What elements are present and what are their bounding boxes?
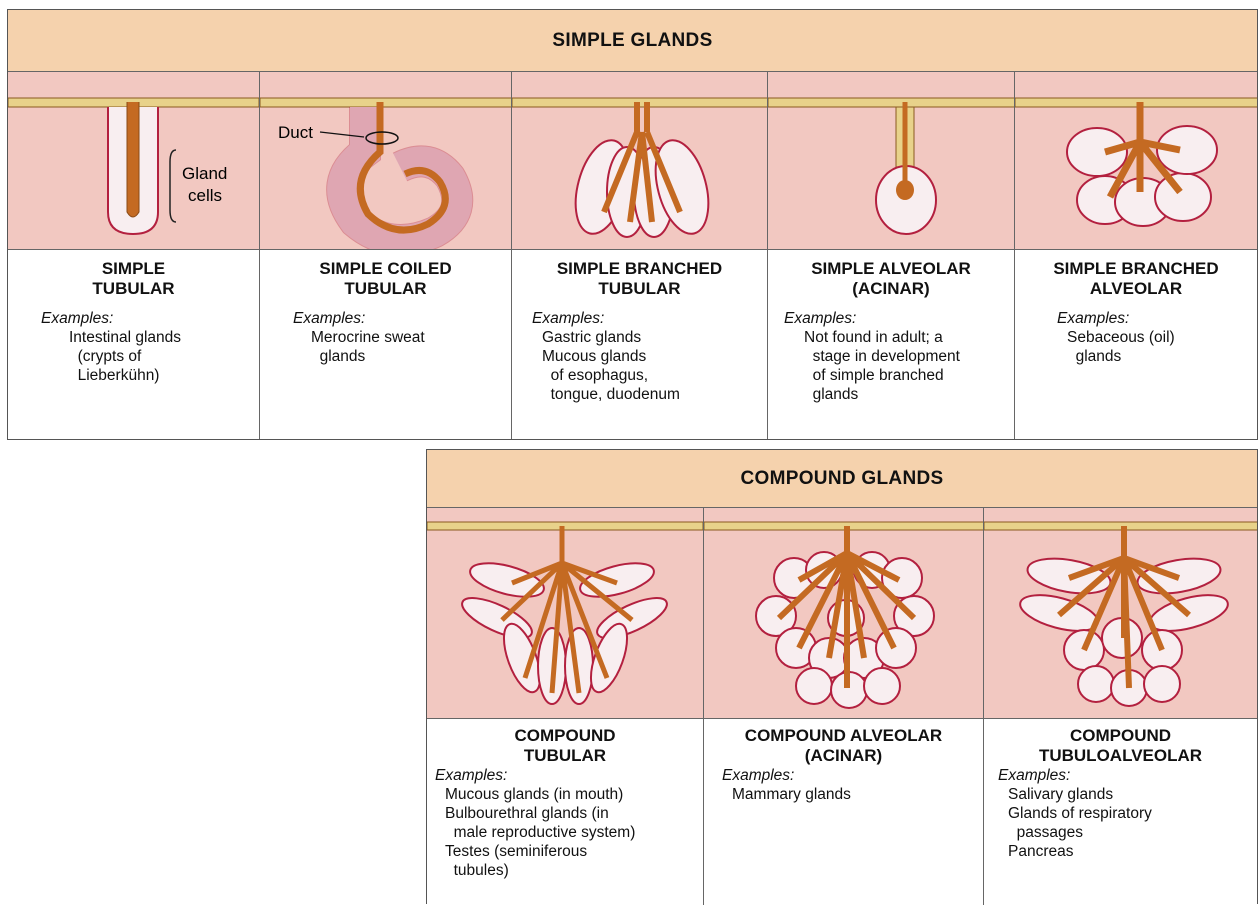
example-line: Lieberkühn) [41, 366, 181, 385]
example-line: Not found in adult; a [784, 328, 960, 347]
simple-branched-alveolar-column: SIMPLE BRANCHED ALVEOLAR Examples: Sebac… [1014, 72, 1257, 439]
example-line: glands [1057, 347, 1175, 366]
compound-alveolar-title-line2: (ACINAR) [704, 746, 983, 766]
example-line: (crypts of [41, 347, 181, 366]
example-line: Testes (seminiferous [435, 842, 635, 861]
simple-branched-alveolar-illustration [1015, 72, 1257, 250]
simple-alveolar-examples: Examples: Not found in adult; a stage in… [784, 309, 960, 404]
examples-label: Examples: [435, 766, 635, 785]
example-line: Mucous glands (in mouth) [435, 785, 635, 804]
example-line: Gastric glands [532, 328, 680, 347]
examples-label: Examples: [722, 766, 851, 785]
simple-coiled-tubular-examples: Examples: Merocrine sweat glands [293, 309, 425, 366]
simple-branched-alveolar-title-line2: ALVEOLAR [1015, 279, 1257, 299]
examples-label: Examples: [1057, 309, 1175, 328]
simple-branched-tubular-title-line2: TUBULAR [512, 279, 767, 299]
example-line: tubules) [435, 861, 635, 880]
gland-cells-label-line2: cells [188, 186, 222, 205]
examples-label: Examples: [41, 309, 181, 328]
example-line: Pancreas [998, 842, 1152, 861]
simple-coiled-tubular-title-line2: TUBULAR [260, 279, 511, 299]
compound-tubuloalveolar-examples: Examples: Salivary glands Glands of resp… [998, 766, 1152, 861]
example-line: stage in development [784, 347, 960, 366]
simple-alveolar-illustration [768, 72, 1014, 250]
compound-glands-panel: COMPOUND GLANDS COMPOUND TUBULAR [426, 449, 1258, 904]
simple-branched-tubular-illustration [512, 72, 767, 250]
simple-tubular-title-line2: TUBULAR [8, 279, 259, 299]
simple-coiled-tubular-illustration: Duct [260, 72, 511, 250]
duct-label: Duct [278, 123, 313, 142]
example-line: of esophagus, [532, 366, 680, 385]
example-line: Mammary glands [722, 785, 851, 804]
compound-tubular-column: COMPOUND TUBULAR Examples: Mucous glands… [427, 508, 703, 905]
example-line: glands [784, 385, 960, 404]
example-line: passages [998, 823, 1152, 842]
compound-tubular-illustration [427, 508, 703, 719]
compound-tubuloalveolar-column: COMPOUND TUBULOALVEOLAR Examples: Saliva… [983, 508, 1257, 905]
example-line: glands [293, 347, 425, 366]
simple-branched-tubular-examples: Examples: Gastric glands Mucous glands o… [532, 309, 680, 404]
example-line: Mucous glands [532, 347, 680, 366]
simple-coiled-tubular-title-line1: SIMPLE COILED [260, 259, 511, 279]
simple-branched-tubular-column: SIMPLE BRANCHED TUBULAR Examples: Gastri… [511, 72, 767, 439]
example-line: of simple branched [784, 366, 960, 385]
example-line: Sebaceous (oil) [1057, 328, 1175, 347]
simple-glands-header: SIMPLE GLANDS [8, 10, 1257, 72]
simple-alveolar-column: SIMPLE ALVEOLAR (ACINAR) Examples: Not f… [767, 72, 1014, 439]
simple-branched-alveolar-title-line1: SIMPLE BRANCHED [1015, 259, 1257, 279]
compound-alveolar-examples: Examples: Mammary glands [722, 766, 851, 804]
examples-label: Examples: [293, 309, 425, 328]
compound-tubuloalveolar-illustration [984, 508, 1257, 719]
compound-tubular-examples: Examples: Mucous glands (in mouth) Bulbo… [435, 766, 635, 880]
example-line: Salivary glands [998, 785, 1152, 804]
compound-tubuloalveolar-title-line2: TUBULOALVEOLAR [984, 746, 1257, 766]
example-line: Glands of respiratory [998, 804, 1152, 823]
simple-branched-alveolar-examples: Examples: Sebaceous (oil) glands [1057, 309, 1175, 366]
gland-cells-label-line1: Gland [182, 164, 227, 183]
compound-alveolar-column: COMPOUND ALVEOLAR (ACINAR) Examples: Mam… [703, 508, 983, 905]
compound-glands-header: COMPOUND GLANDS [427, 450, 1257, 508]
simple-tubular-examples: Examples: Intestinal glands (crypts of L… [41, 309, 181, 385]
compound-tubular-title-line1: COMPOUND [427, 726, 703, 746]
compound-tubuloalveolar-title-line1: COMPOUND [984, 726, 1257, 746]
simple-glands-panel: SIMPLE GLANDS Gland cells SIMPLE TUBULAR… [7, 9, 1258, 440]
examples-label: Examples: [998, 766, 1152, 785]
simple-alveolar-title-line2: (ACINAR) [768, 279, 1014, 299]
simple-tubular-title-line1: SIMPLE [8, 259, 259, 279]
compound-tubular-title-line2: TUBULAR [427, 746, 703, 766]
example-line: male reproductive system) [435, 823, 635, 842]
examples-label: Examples: [784, 309, 960, 328]
simple-tubular-illustration: Gland cells [8, 72, 259, 250]
compound-alveolar-title-line1: COMPOUND ALVEOLAR [704, 726, 983, 746]
example-line: Intestinal glands [41, 328, 181, 347]
example-line: Bulbourethral glands (in [435, 804, 635, 823]
compound-alveolar-illustration [704, 508, 983, 719]
simple-coiled-tubular-column: Duct SIMPLE COILED TUBULAR Examples: Mer… [259, 72, 511, 439]
simple-branched-tubular-title-line1: SIMPLE BRANCHED [512, 259, 767, 279]
simple-tubular-column: Gland cells SIMPLE TUBULAR Examples: Int… [8, 72, 259, 439]
example-line: Merocrine sweat [293, 328, 425, 347]
examples-label: Examples: [532, 309, 680, 328]
simple-alveolar-title-line1: SIMPLE ALVEOLAR [768, 259, 1014, 279]
example-line: tongue, duodenum [532, 385, 680, 404]
